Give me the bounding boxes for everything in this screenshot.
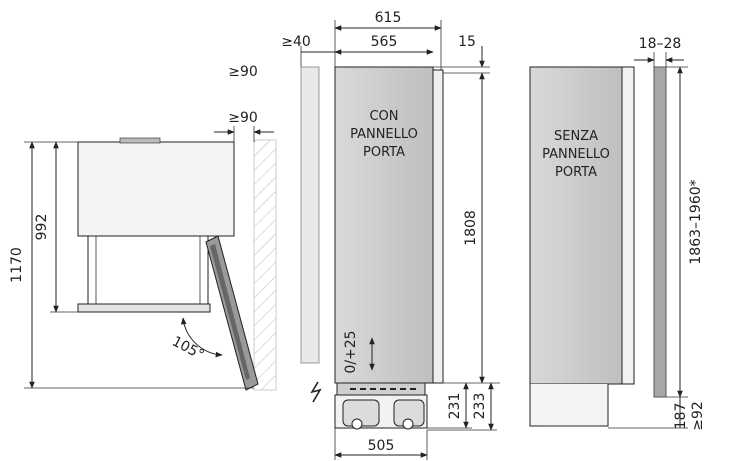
dim-1170: 1170 xyxy=(9,247,25,283)
dim-231: 231 xyxy=(447,393,463,420)
front-label-line1: CON xyxy=(369,109,398,124)
dim-angle: 105° xyxy=(169,333,206,363)
dim-side-clearance: ≥40 xyxy=(281,34,311,50)
dim-plinth-height: 187 xyxy=(673,403,689,430)
dim-615: 615 xyxy=(375,10,402,26)
open-view: 1170 992 ≥90 ≥90 105° xyxy=(9,64,277,391)
base-plate xyxy=(77,303,211,313)
dim-1808: 1808 xyxy=(463,210,479,246)
dim-565: 565 xyxy=(371,34,398,50)
side-view: SENZA PANNELLO PORTA 18–28 1863–1960* 18… xyxy=(529,36,706,431)
front-cabinet xyxy=(334,66,434,384)
dim-plinth-depth: ≥92 xyxy=(690,401,706,431)
front-view: CON PANNELLO PORTA 615 565 ≥40 15 1808 xyxy=(281,10,500,460)
front-label-line3: PORTA xyxy=(363,145,405,160)
dim-505: 505 xyxy=(368,438,395,454)
dim-15: 15 xyxy=(458,34,476,50)
dim-233: 233 xyxy=(472,393,488,420)
dim-992: 992 xyxy=(34,214,50,241)
side-cabinet xyxy=(529,66,623,385)
dim-adjustment: 0/+25 xyxy=(343,330,359,373)
dim-wall-clearance: ≥90 xyxy=(228,110,258,126)
inner-compartment xyxy=(87,235,209,305)
dim-total-height: 1863–1960* xyxy=(688,179,704,264)
appliance-body xyxy=(77,141,235,237)
side-label-line1: SENZA xyxy=(554,129,598,144)
electric-icon xyxy=(310,381,322,403)
side-label-line2: PANNELLO xyxy=(542,147,610,162)
front-label-line2: PANNELLO xyxy=(350,127,418,142)
handle xyxy=(119,137,161,144)
dim-panel-thickness: 18–28 xyxy=(639,36,682,52)
door-panel xyxy=(653,66,667,398)
side-panel xyxy=(300,66,320,364)
dim-top-clearance: ≥90 xyxy=(228,64,258,80)
side-base xyxy=(529,384,609,427)
side-label-line3: PORTA xyxy=(555,165,597,180)
wall xyxy=(253,139,277,391)
